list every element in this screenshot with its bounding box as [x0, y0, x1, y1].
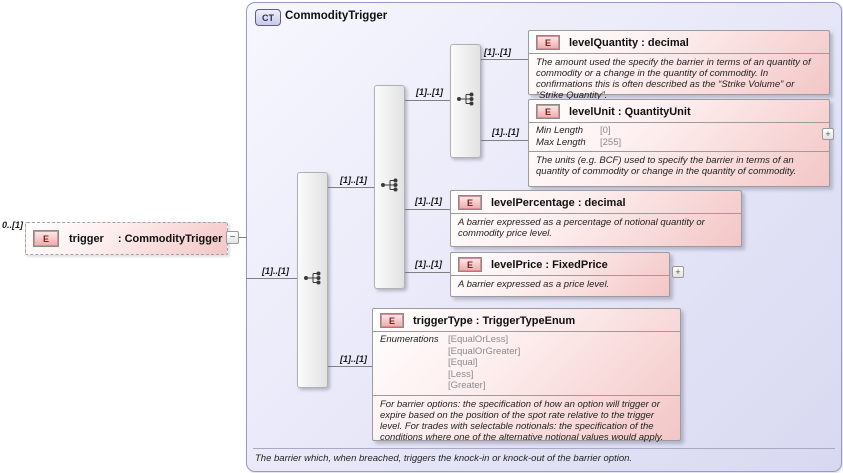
- connector-line: [326, 187, 374, 188]
- element-box-levelpercentage[interactable]: E levelPercentage : decimal A barrier ex…: [450, 190, 742, 247]
- occurrence-label: [1]..[1]: [415, 196, 442, 206]
- enumeration-value: [Equal]: [448, 357, 478, 368]
- occurrence-label: [1]..[1]: [415, 259, 442, 269]
- divider: [451, 213, 741, 214]
- enumeration-value: [Less]: [448, 368, 474, 380]
- sequence-icon: [302, 270, 324, 291]
- element-badge: E: [33, 230, 59, 247]
- element-documentation: A barrier expressed as a percentage of n…: [458, 217, 705, 239]
- facet-row: Max Length [255]: [536, 137, 822, 149]
- element-title: triggerType : TriggerTypeEnum: [413, 314, 576, 327]
- element-type: : CommodityTrigger: [117, 232, 223, 245]
- enumeration-value: [Greater]: [448, 380, 486, 391]
- expand-button[interactable]: +: [672, 266, 684, 278]
- element-title: levelPrice : FixedPrice: [491, 258, 608, 271]
- sequence-icon: [379, 177, 401, 198]
- facet-name: Max Length: [536, 137, 586, 148]
- divider: [529, 151, 829, 152]
- connector-line: [478, 140, 528, 141]
- sequence-icon: [455, 91, 477, 112]
- element-box-levelquantity[interactable]: E levelQuantity : decimal The amount use…: [528, 30, 830, 101]
- enumeration-values: [EqualOrLess] [EqualOrGreater] [Equal] […: [448, 334, 520, 392]
- element-box-levelprice[interactable]: E levelPrice : FixedPrice A barrier expr…: [450, 252, 670, 297]
- connector-line: [403, 209, 450, 210]
- root-occurrence-label: 0..[1]: [2, 220, 24, 230]
- divider: [451, 275, 669, 276]
- element-badge: E: [536, 104, 560, 119]
- enumeration-value: [EqualOrLess]: [448, 334, 509, 345]
- occurrence-label: [1]..[1]: [262, 266, 289, 276]
- element-title: levelQuantity : decimal: [569, 36, 689, 49]
- enumeration-value: [EqualOrGreater]: [448, 345, 521, 357]
- occurrence-label: [1]..[1]: [416, 87, 443, 97]
- facet-name: Min Length: [536, 125, 584, 136]
- element-badge: E: [380, 313, 404, 328]
- sequence-indicator[interactable]: [297, 172, 328, 388]
- element-box-trigger[interactable]: E trigger : CommodityTrigger: [25, 222, 228, 255]
- connector-line: [326, 366, 372, 367]
- element-badge: E: [458, 195, 482, 210]
- sequence-indicator[interactable]: [450, 44, 481, 158]
- divider: [373, 394, 680, 396]
- connector-line: [478, 59, 528, 60]
- connector-line: [239, 237, 247, 238]
- facet-value: [255]: [600, 137, 622, 148]
- divider: [529, 122, 829, 123]
- element-documentation: A barrier expressed as a price level.: [458, 279, 610, 290]
- facet-list: Min Length [0] Max Length [255]: [529, 123, 829, 151]
- occurrence-label: [1]..[1]: [340, 354, 367, 364]
- element-documentation: For barrier options: the specification o…: [380, 398, 664, 443]
- element-box-levelunit[interactable]: E levelUnit : QuantityUnit Min Length [0…: [528, 99, 830, 187]
- connector-line: [403, 100, 450, 101]
- occurrence-label: [1]..[1]: [340, 175, 367, 185]
- complex-type-title: CommodityTrigger: [285, 10, 388, 22]
- divider: [529, 53, 829, 54]
- occurrence-label: [1]..[1]: [484, 47, 511, 57]
- element-title: levelPercentage : decimal: [491, 196, 626, 209]
- enumerations-section: Enumerations [EqualOrLess] [EqualOrGreat…: [373, 332, 680, 395]
- enumerations-label: Enumerations: [380, 334, 439, 345]
- connector-line: [246, 278, 297, 279]
- sequence-indicator[interactable]: [374, 85, 405, 289]
- connector-line: [403, 272, 450, 273]
- expand-button[interactable]: +: [822, 128, 834, 140]
- container-doc-divider: [253, 448, 835, 449]
- complex-type-documentation: The barrier which, when breached, trigge…: [255, 453, 633, 464]
- element-box-triggertype[interactable]: E triggerType : TriggerTypeEnum Enumerat…: [372, 308, 681, 443]
- element-title: levelUnit : QuantityUnit: [569, 105, 691, 118]
- element-documentation: The amount used the specify the barrier …: [536, 57, 811, 101]
- facet-value: [0]: [600, 125, 611, 136]
- facet-row: Min Length [0]: [536, 125, 822, 137]
- element-badge: E: [536, 35, 560, 50]
- complex-type-badge: CT: [255, 9, 281, 26]
- divider: [373, 331, 680, 332]
- element-badge: E: [458, 257, 482, 272]
- occurrence-label: [1]..[1]: [492, 127, 519, 137]
- element-name: trigger: [69, 232, 104, 245]
- collapse-button[interactable]: −: [226, 231, 239, 244]
- element-documentation: The units (e.g. BCF) used to specify the…: [536, 155, 797, 177]
